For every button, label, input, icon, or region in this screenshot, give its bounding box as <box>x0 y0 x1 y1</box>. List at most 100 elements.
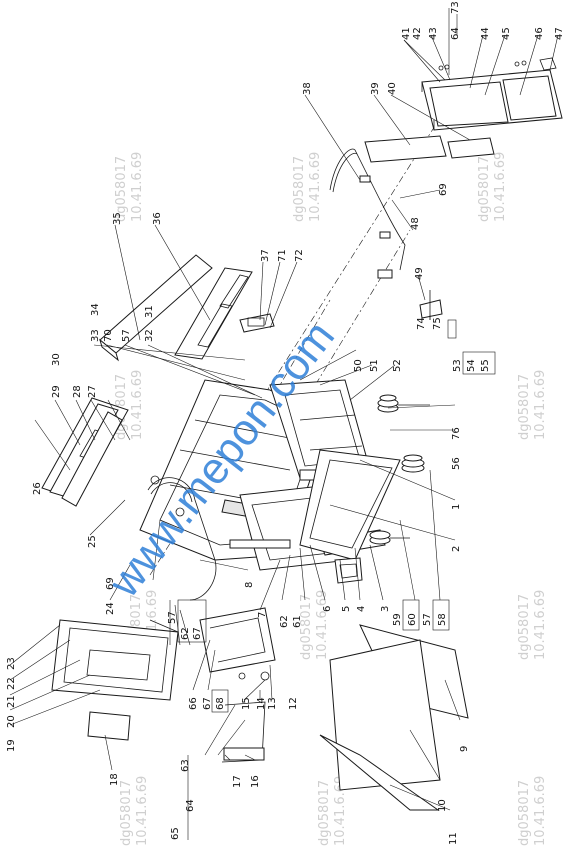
callout-31: 31 <box>144 305 155 318</box>
callout-64-lower: 64 <box>185 799 196 812</box>
callout-32: 32 <box>144 329 155 342</box>
leader-lines <box>9 8 559 811</box>
callout-57-lower: 57 <box>422 613 433 626</box>
stamp-line2: 10.41.6.69 <box>533 370 548 440</box>
callout-6: 6 <box>322 606 333 612</box>
stamp-line1: dg058017 <box>299 594 314 660</box>
callout-64: 64 <box>450 27 461 40</box>
callout-44: 44 <box>480 27 491 40</box>
callout-36: 36 <box>152 212 163 225</box>
door-frame-assembly <box>421 57 563 131</box>
callout-76: 76 <box>451 427 462 440</box>
callout-35: 35 <box>112 212 123 225</box>
callout-58: 58 <box>437 613 448 626</box>
callout-1: 1 <box>451 504 462 510</box>
caster-wheels <box>369 394 430 545</box>
callout-15: 15 <box>241 697 252 710</box>
callout-45: 45 <box>501 27 512 40</box>
callout-57-mid: 57 <box>167 611 178 624</box>
callout-10: 10 <box>437 799 448 812</box>
callout-53: 53 <box>452 359 463 372</box>
stamp-line1: dg058017 <box>119 780 134 846</box>
callout-57-upper: 57 <box>121 329 132 342</box>
callout-61: 61 <box>292 615 303 628</box>
callout-56: 56 <box>451 457 462 470</box>
small-box-59 <box>334 557 363 584</box>
callout-group-boxes <box>177 14 496 840</box>
callout-5: 5 <box>341 606 352 612</box>
callout-69: 69 <box>438 183 449 196</box>
stamp-line1: dg058017 <box>517 594 532 660</box>
stamp-line1: dg058017 <box>317 780 332 846</box>
callout-16: 16 <box>250 775 261 788</box>
callout-69-left: 69 <box>105 577 116 590</box>
callout-34: 34 <box>90 303 101 316</box>
callout-27: 27 <box>87 385 98 398</box>
callout-62-mid: 62 <box>180 627 191 640</box>
callout-28: 28 <box>72 385 83 398</box>
callout-12: 12 <box>288 697 299 710</box>
stamp-line1: dg058017 <box>477 156 492 222</box>
lid-panels-26-30 <box>41 397 129 507</box>
stamp-line2: 10.41.6.69 <box>333 776 348 846</box>
callout-49: 49 <box>414 267 425 280</box>
callout-54: 54 <box>466 359 477 372</box>
stamp-line1: dg058017 <box>292 156 307 222</box>
callout-11: 11 <box>448 832 459 845</box>
callout-24: 24 <box>105 602 116 615</box>
stamp-line2: 10.41.6.69 <box>493 152 508 222</box>
stamp-line1: dg058017 <box>517 780 532 846</box>
stamp-line2: 10.41.6.69 <box>130 152 145 222</box>
callout-3: 3 <box>380 606 391 612</box>
callout-70: 70 <box>103 329 114 342</box>
callout-73: 73 <box>450 1 461 14</box>
callout-20: 20 <box>6 715 17 728</box>
side-handle-rail <box>147 477 217 601</box>
callout-17: 17 <box>232 775 243 788</box>
plate-37 <box>239 313 275 333</box>
callout-50: 50 <box>353 359 364 372</box>
callout-7: 7 <box>257 612 268 618</box>
strip-11 <box>319 734 440 811</box>
callout-23: 23 <box>6 657 17 670</box>
callout-59: 59 <box>392 613 403 626</box>
callout-21: 21 <box>6 695 17 708</box>
stamp-line2: 10.41.6.69 <box>315 590 330 660</box>
callout-67-mid: 67 <box>192 627 203 640</box>
stamp-line1: dg058017 <box>114 156 129 222</box>
handle-16-17 <box>221 701 266 763</box>
callout-13: 13 <box>267 697 278 710</box>
callout-47: 47 <box>554 27 565 40</box>
panel-18 <box>87 711 131 741</box>
stamp-line2: 10.41.6.69 <box>533 590 548 660</box>
callout-18: 18 <box>109 773 120 786</box>
top-panel-35 <box>99 254 213 362</box>
callout-33: 33 <box>90 329 101 342</box>
callout-52: 52 <box>392 359 403 372</box>
callout-labels: 73 41 42 43 64 44 45 46 47 38 39 40 69 4… <box>6 1 565 845</box>
callout-26: 26 <box>32 482 43 495</box>
callout-2: 2 <box>451 546 462 552</box>
callout-46: 46 <box>534 27 545 40</box>
callout-29: 29 <box>51 385 62 398</box>
callout-37: 37 <box>260 249 271 262</box>
stamp-line2: 10.41.6.69 <box>308 152 323 222</box>
callout-41: 41 <box>401 27 412 40</box>
callout-39: 39 <box>370 82 381 95</box>
callout-60: 60 <box>407 613 418 626</box>
callout-25: 25 <box>87 535 98 548</box>
callout-8: 8 <box>244 582 255 588</box>
callout-30: 30 <box>51 353 62 366</box>
callout-22: 22 <box>6 677 17 690</box>
bracket-49 <box>419 290 443 320</box>
callout-65: 65 <box>170 827 181 840</box>
callout-67: 67 <box>202 697 213 710</box>
stamp-line2: 10.41.6.69 <box>130 370 145 440</box>
left-door-assembly <box>51 619 179 701</box>
callout-43: 43 <box>428 27 439 40</box>
handle-rod <box>329 148 406 279</box>
callout-72: 72 <box>294 249 305 262</box>
callout-9: 9 <box>459 746 470 752</box>
stamp-line2: 10.41.6.69 <box>533 776 548 846</box>
